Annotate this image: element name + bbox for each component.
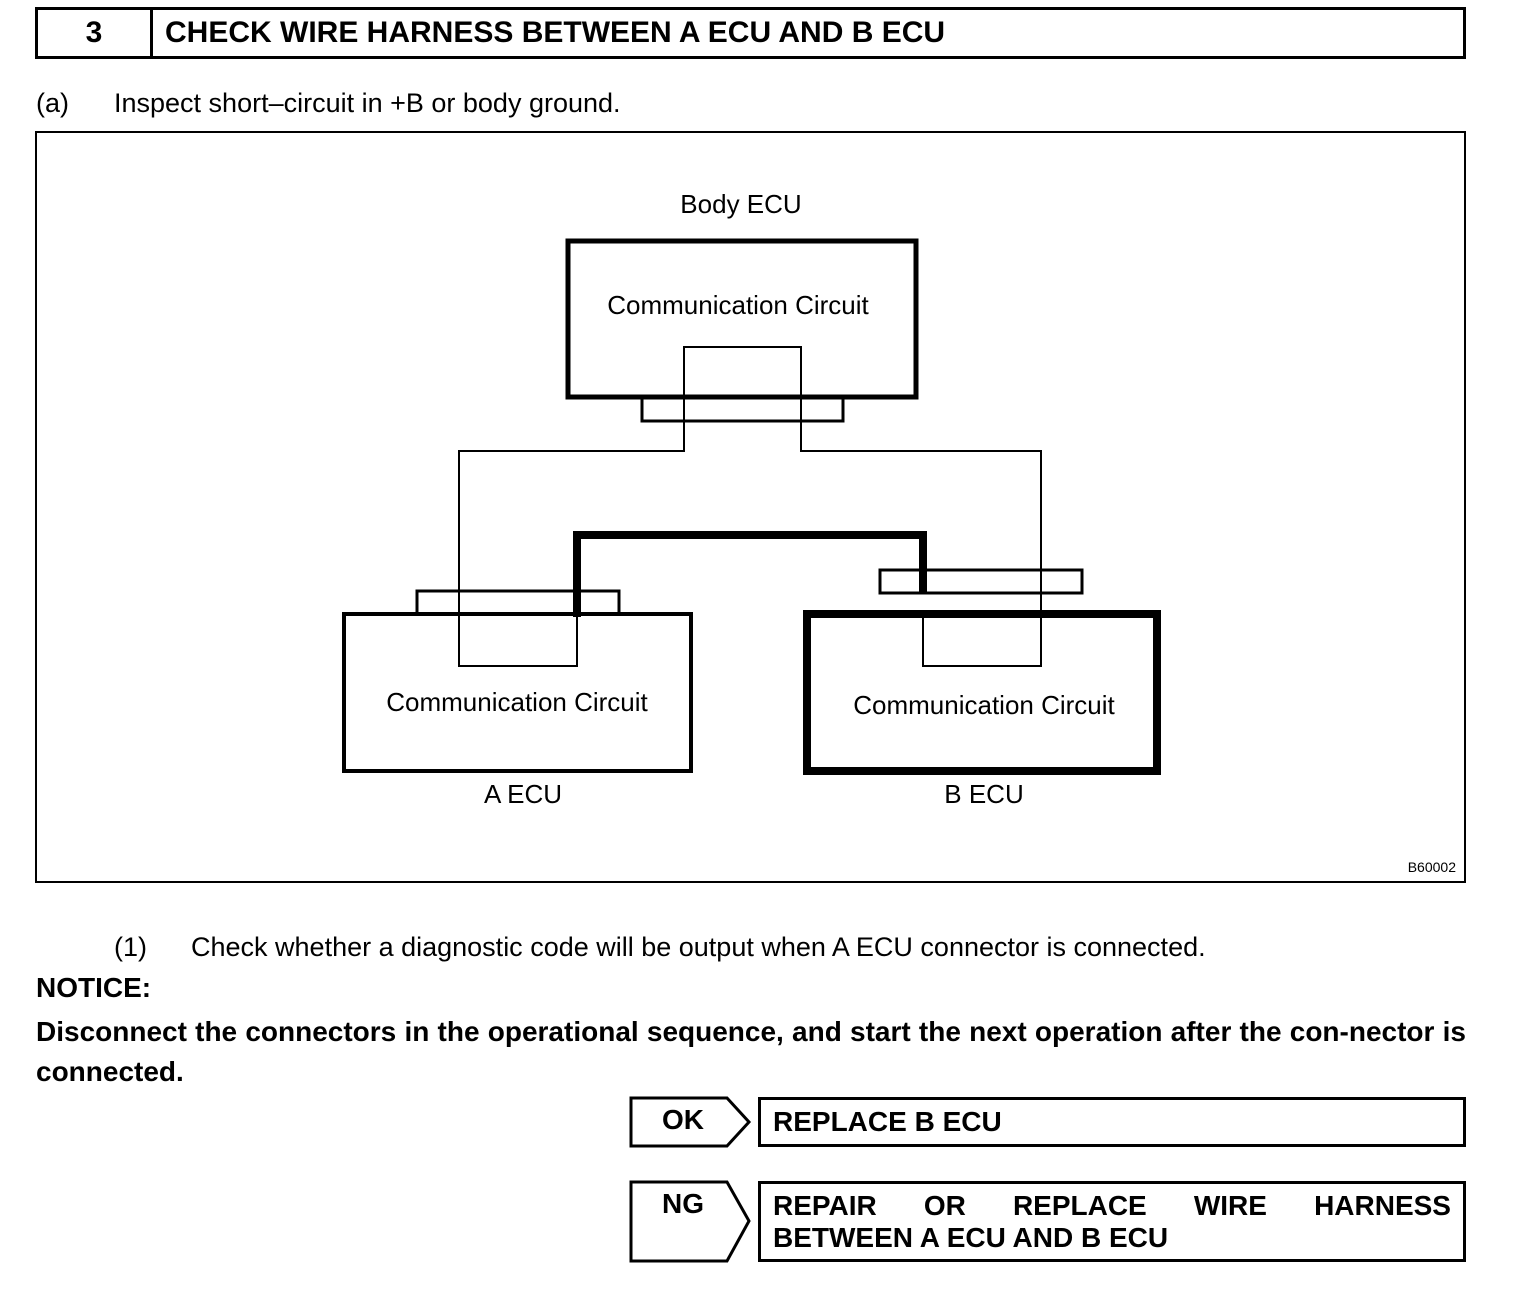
a-ecu-box (342, 612, 693, 773)
ng-action-box: REPAIR OR REPLACE WIRE HARNESS BETWEEN A… (758, 1181, 1466, 1262)
figure-code: B60002 (1407, 859, 1456, 875)
wiring-diagram: Body ECU Communication Circuit Communica… (35, 131, 1466, 883)
a-ecu-circuit-label: Communication Circuit (386, 687, 648, 717)
sub-step-1-text: Check whether a diagnostic code will be … (191, 932, 1206, 962)
ng-action-word: REPLACE (1012, 1190, 1147, 1221)
ok-action-text: REPLACE B ECU (773, 1106, 1002, 1137)
harness-a-to-b-inspected (573, 531, 927, 617)
ok-action-box: REPLACE B ECU (758, 1097, 1466, 1147)
ok-tag-label: OK (662, 1104, 704, 1135)
step-number: 3 (38, 10, 153, 56)
b-ecu-internal-wire (922, 593, 1042, 667)
wiring-diagram-drawing (342, 238, 1161, 775)
b-ecu-box (803, 610, 1161, 775)
body-ecu-internal-wire (683, 346, 802, 421)
harness-body-to-b (800, 421, 1042, 593)
ng-action-word: REPAIR (773, 1190, 877, 1221)
sub-step-1-marker: (1) (114, 932, 147, 962)
ng-action-word: WIRE (1193, 1190, 1267, 1221)
body-ecu-label: Body ECU (680, 189, 802, 219)
body-ecu-connector (640, 395, 845, 423)
a-ecu-connector (415, 589, 621, 616)
step-header: 3 CHECK WIRE HARNESS BETWEEN A ECU AND B… (35, 7, 1466, 59)
ok-arrow-tag (629, 1096, 752, 1148)
notice-text: Disconnect the connectors in the operati… (36, 1016, 1466, 1087)
ng-action-word: HARNESS (1314, 1190, 1451, 1221)
ng-action-line-2: BETWEEN A ECU AND B ECU (773, 1222, 1169, 1253)
harness-body-to-a (458, 421, 685, 667)
sub-step-a-marker: (a) (36, 88, 69, 118)
step-title: CHECK WIRE HARNESS BETWEEN A ECU AND B E… (165, 16, 946, 49)
b-ecu-circuit-label: Communication Circuit (853, 690, 1115, 720)
b-ecu-connector (878, 568, 1084, 595)
a-ecu-label: A ECU (483, 779, 563, 809)
b-ecu-label: B ECU (944, 779, 1024, 809)
ng-action-line-1: REPAIR OR REPLACE WIRE HARNESS (773, 1190, 1451, 1222)
body-ecu-circuit-label: Communication Circuit (607, 290, 869, 320)
ng-action-word: OR (923, 1190, 966, 1221)
notice-label: NOTICE: (36, 972, 152, 1003)
ng-tag-label: NG (662, 1188, 704, 1219)
sub-step-a-text: Inspect short–circuit in +B or body grou… (114, 88, 621, 118)
ng-arrow-tag (629, 1180, 751, 1263)
